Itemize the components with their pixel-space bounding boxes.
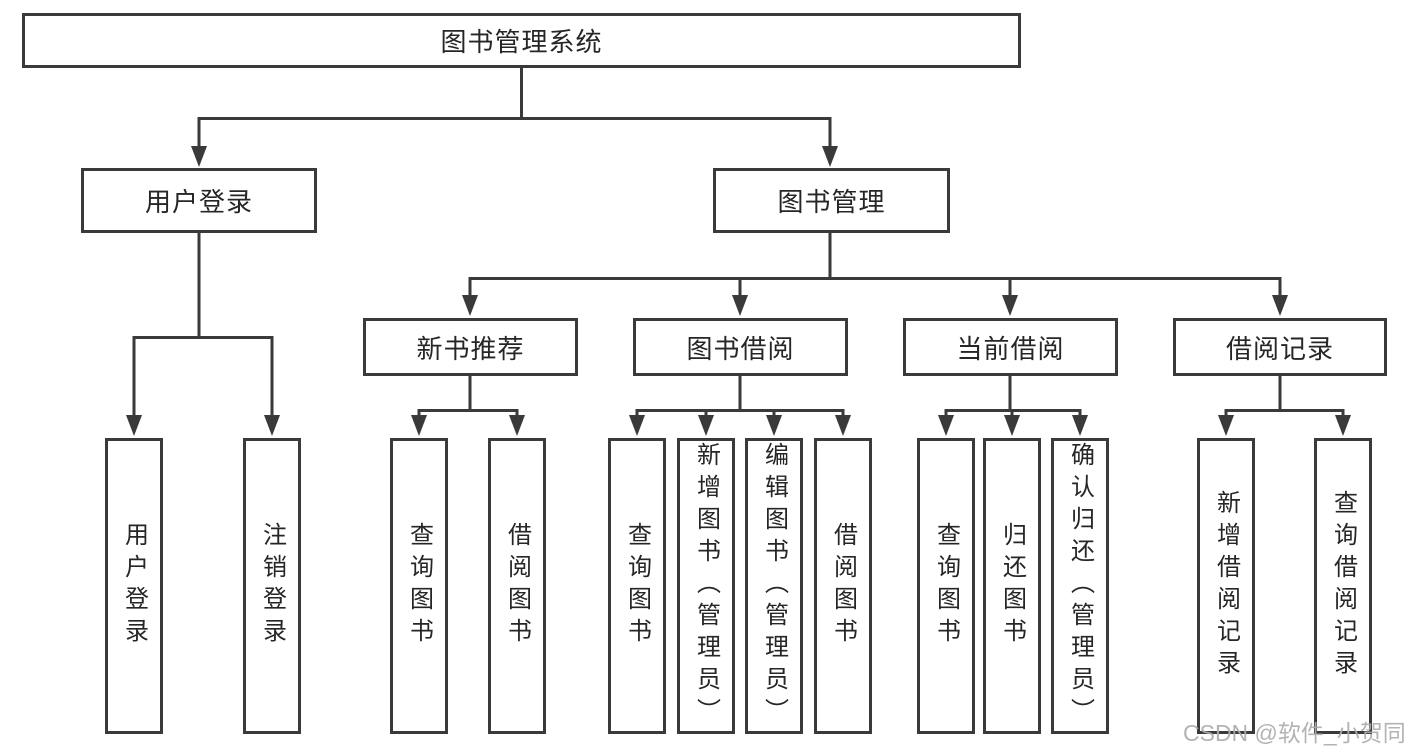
- node-label: 查询借阅记录: [1329, 490, 1357, 682]
- node-label: 查询图书: [932, 522, 960, 650]
- node-label: 借阅图书: [829, 522, 857, 650]
- arrowhead-icons: [126, 146, 1351, 436]
- node-query-borrow-record: 查询借阅记录: [1314, 438, 1372, 734]
- node-label: 新增借阅记录: [1212, 490, 1240, 682]
- node-query-books-2: 查询图书: [608, 438, 666, 734]
- node-user-login: 用户登录: [81, 168, 317, 233]
- node-label: 借阅图书: [503, 522, 531, 650]
- node-label: 确认归还（管理员）: [1066, 442, 1094, 730]
- node-borrow-records: 借阅记录: [1173, 318, 1387, 376]
- node-label: 注销登录: [258, 522, 286, 650]
- node-book-management: 图书管理: [713, 168, 950, 233]
- node-label: 归还图书: [998, 522, 1026, 650]
- node-borrow-books-1: 借阅图书: [488, 438, 546, 734]
- node-add-borrow-record: 新增借阅记录: [1197, 438, 1255, 734]
- node-confirm-return-admin: 确认归还（管理员）: [1051, 438, 1109, 734]
- node-current-borrow: 当前借阅: [903, 318, 1118, 376]
- node-return-books: 归还图书: [983, 438, 1041, 734]
- node-edit-books-admin: 编辑图书（管理员）: [745, 438, 803, 734]
- node-borrow-books-2: 借阅图书: [814, 438, 872, 734]
- node-label: 用户登录: [120, 522, 148, 650]
- node-book-borrow: 图书借阅: [633, 318, 848, 376]
- node-logout-leaf: 注销登录: [243, 438, 301, 734]
- node-label: 新增图书（管理员）: [692, 442, 720, 730]
- node-query-books-1: 查询图书: [390, 438, 448, 734]
- node-new-book-recommend: 新书推荐: [363, 318, 578, 376]
- node-user-login-leaf: 用户登录: [105, 438, 163, 734]
- node-query-books-3: 查询图书: [917, 438, 975, 734]
- node-label: 查询图书: [623, 522, 651, 650]
- node-root: 图书管理系统: [22, 13, 1021, 68]
- csdn-watermark: CSDN @软件_小贺同学: [1183, 720, 1405, 746]
- node-add-books-admin: 新增图书（管理员）: [677, 438, 735, 734]
- node-label: 编辑图书（管理员）: [760, 442, 788, 730]
- node-label: 查询图书: [405, 522, 433, 650]
